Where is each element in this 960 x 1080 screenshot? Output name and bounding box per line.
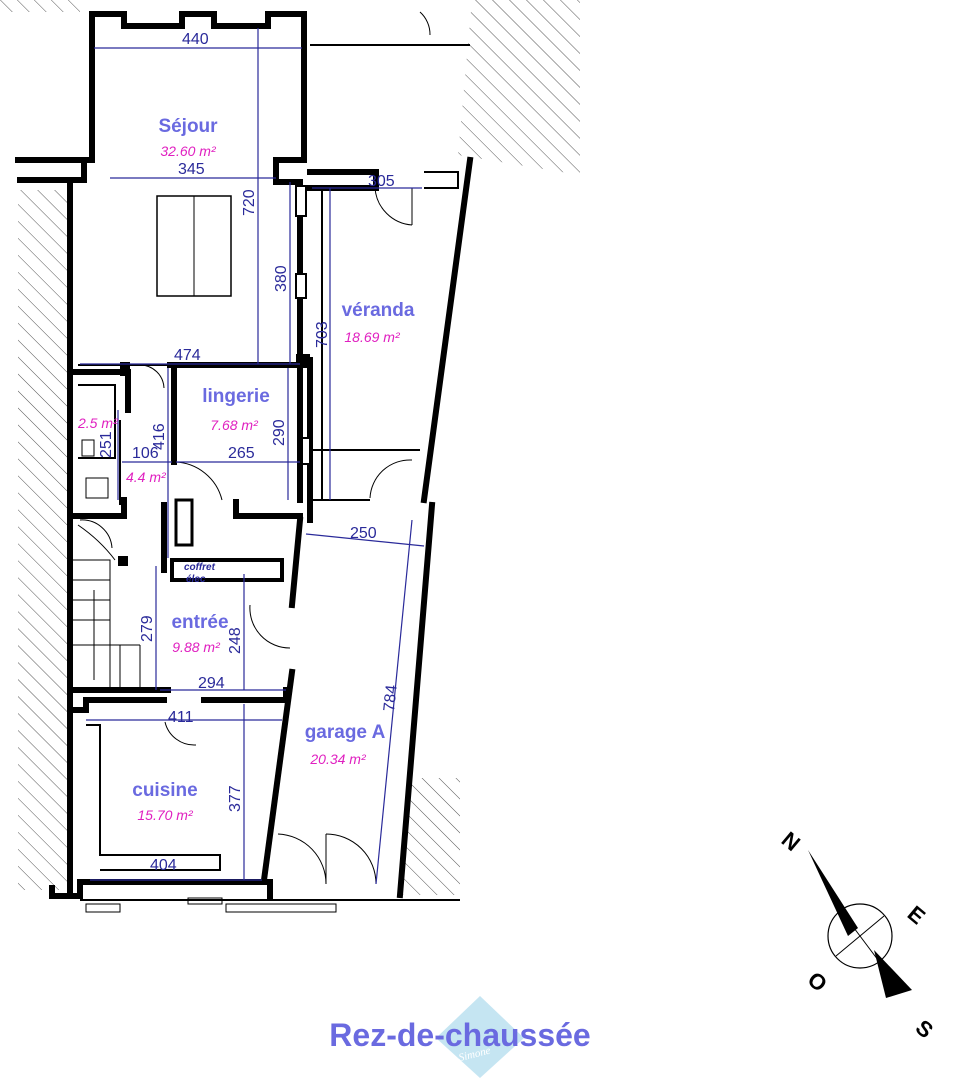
hatched-area-top-right bbox=[458, 0, 580, 175]
cuisine-wall bbox=[67, 697, 167, 713]
south-step bbox=[85, 903, 121, 913]
sdb-bottom-wall bbox=[67, 497, 127, 519]
compass-rose: N E S O bbox=[777, 827, 938, 1044]
page-title: Rez-de-chaussée bbox=[329, 1017, 590, 1053]
entree-wall-left bbox=[67, 517, 171, 693]
label-coffret: coffret bbox=[184, 562, 216, 573]
veranda-north-wall bbox=[307, 169, 379, 191]
door-arc bbox=[79, 519, 113, 549]
dim-784: 784 bbox=[381, 684, 401, 712]
dim-377: 377 bbox=[227, 785, 244, 812]
window-marker bbox=[295, 273, 307, 299]
dim-251: 251 bbox=[98, 431, 115, 458]
dim-290: 290 bbox=[271, 419, 288, 446]
room-name-garage: garage A bbox=[305, 722, 386, 743]
dimension-lines bbox=[80, 28, 425, 885]
room-name-sejour: Séjour bbox=[158, 116, 218, 137]
veranda-north-wall-right bbox=[424, 171, 459, 189]
room-name-lingerie: lingerie bbox=[202, 386, 270, 407]
compass-needle-south bbox=[874, 950, 912, 998]
dim-265: 265 bbox=[228, 445, 255, 462]
hatched-area-left bbox=[18, 190, 70, 890]
dim-474: 474 bbox=[174, 347, 201, 364]
hatched-area-top-left bbox=[0, 0, 80, 12]
window-marker bbox=[295, 185, 307, 217]
dim-380: 380 bbox=[273, 265, 290, 292]
dim-416: 416 bbox=[151, 423, 168, 450]
compass-axis bbox=[841, 911, 879, 961]
dim-345: 345 bbox=[178, 161, 205, 178]
exterior-wall-west bbox=[67, 11, 95, 893]
wc-inner bbox=[78, 384, 116, 459]
cuisine-south-wall bbox=[49, 879, 273, 901]
room-name-cuisine: cuisine bbox=[132, 780, 197, 801]
entree-pillar bbox=[118, 556, 128, 566]
toilet-shape bbox=[81, 439, 95, 457]
dim-305: 305 bbox=[368, 173, 395, 190]
lingerie-pillar bbox=[296, 354, 310, 368]
compass-needle-north bbox=[808, 850, 858, 936]
dim-411: 411 bbox=[168, 709, 194, 726]
door-arc bbox=[419, 11, 431, 36]
door-arc bbox=[139, 364, 165, 389]
compass-o: O bbox=[803, 967, 832, 997]
dim-440: 440 bbox=[182, 31, 209, 48]
label-elec: élec bbox=[186, 574, 206, 585]
garage-door-arc-right bbox=[325, 833, 377, 885]
door-arc bbox=[369, 459, 413, 499]
stair-outline bbox=[72, 559, 111, 690]
room-area-lingerie: 7.68 m² bbox=[210, 417, 259, 433]
south-step bbox=[187, 897, 223, 905]
dim-703: 703 bbox=[314, 321, 331, 348]
dim-248: 248 bbox=[227, 627, 244, 654]
compass-n: N bbox=[777, 827, 805, 856]
door-arc bbox=[249, 604, 291, 649]
entree-garage-wall2 bbox=[260, 668, 296, 884]
room-area-wc: 2.5 m² bbox=[77, 415, 119, 431]
coffret-elec bbox=[170, 558, 284, 582]
entree-garage-wall bbox=[288, 516, 304, 609]
garage-door-arc-left bbox=[277, 833, 327, 885]
south-step bbox=[225, 903, 337, 913]
dim-720: 720 bbox=[241, 189, 258, 216]
watermark-logo: Simone bbox=[436, 996, 524, 1078]
room-area-veranda: 18.69 m² bbox=[344, 329, 401, 345]
compass-s: S bbox=[911, 1015, 938, 1044]
room-area-sejour: 32.60 m² bbox=[160, 143, 217, 159]
hatched-area-bottom-right bbox=[402, 778, 460, 895]
room-area-cuisine: 15.70 m² bbox=[137, 807, 194, 823]
dim-250: 250 bbox=[350, 525, 377, 542]
dim-106: 106 bbox=[132, 445, 159, 462]
door-arc bbox=[164, 721, 197, 746]
room-area-garage: 20.34 m² bbox=[309, 751, 367, 767]
east-boundary-wall-lower bbox=[396, 501, 436, 899]
basin-shape bbox=[85, 477, 109, 499]
exterior-wall-north bbox=[89, 11, 307, 53]
entree-cabinet bbox=[174, 498, 194, 547]
room-area-entree: 9.88 m² bbox=[172, 639, 221, 655]
room-name-veranda: véranda bbox=[342, 300, 415, 321]
door-arc bbox=[174, 461, 223, 501]
door-arc bbox=[374, 187, 413, 226]
east-boundary-wall bbox=[420, 156, 474, 504]
dim-279: 279 bbox=[139, 615, 156, 642]
wc-wall bbox=[67, 369, 131, 413]
stair-curve bbox=[77, 524, 116, 561]
room-name-entree: entrée bbox=[171, 612, 228, 633]
room-area-sdb: 4.4 m² bbox=[126, 469, 167, 485]
cuisine-counter bbox=[86, 724, 221, 871]
dim-404: 404 bbox=[150, 857, 177, 874]
compass-circle bbox=[827, 903, 893, 969]
compass-e: E bbox=[903, 901, 930, 930]
dim-294: 294 bbox=[198, 675, 225, 692]
lingerie-bottom-wall bbox=[233, 499, 303, 519]
cuisine-wall-right bbox=[201, 687, 289, 703]
